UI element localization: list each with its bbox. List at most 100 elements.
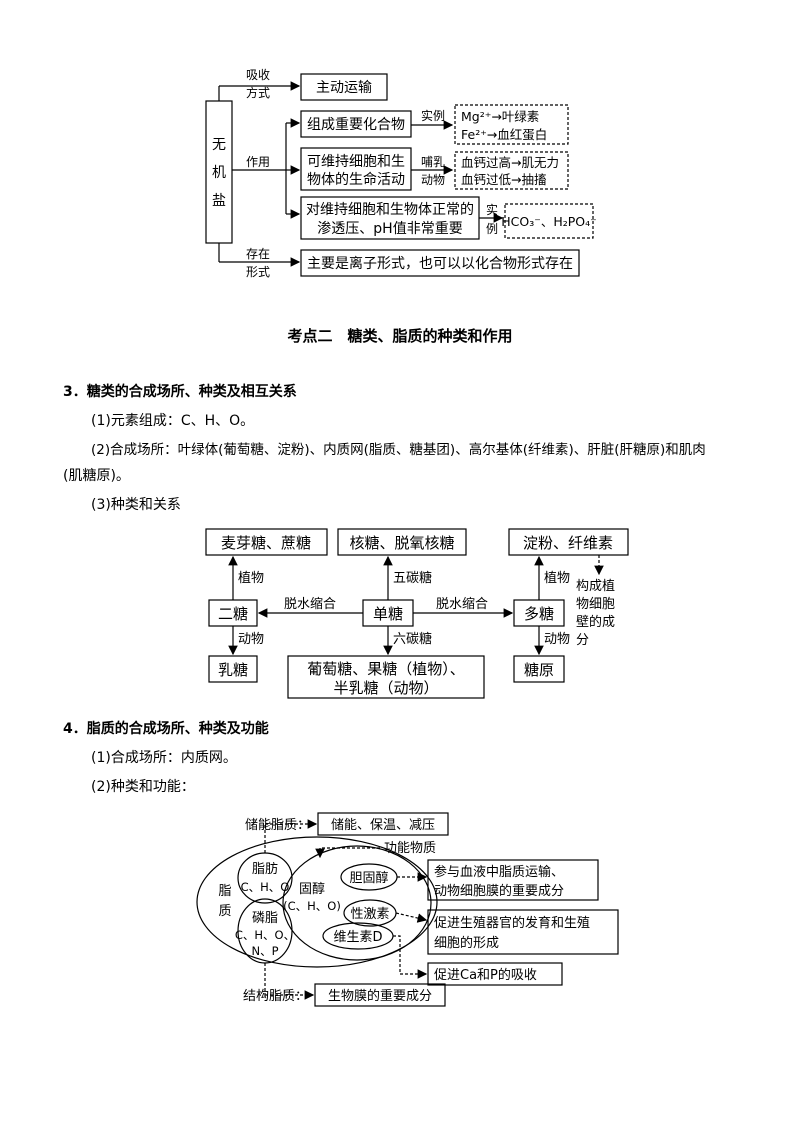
animal-label-1: 动物 [238, 632, 264, 647]
animal-label-2: 动物 [544, 632, 570, 647]
func2-text-2: 物体的生命活动 [307, 171, 405, 188]
func1-box [300, 110, 412, 138]
lipid-char-2: 质 [218, 904, 231, 919]
section-3-para-1: (1)元素组成：C、H、O。 [91, 413, 255, 429]
hexose-label: 六碳糖 [393, 631, 432, 647]
sterol-name: 固醇 [299, 881, 325, 897]
exist-label-1: 存在 [246, 247, 270, 261]
hexoses-box [287, 655, 485, 699]
storage-box [317, 812, 449, 836]
absorb-box [300, 73, 388, 101]
vitd-fn-text: 促进Ca和P的吸收 [434, 967, 537, 983]
functional-label: 功能物质 [384, 841, 436, 856]
lactose-text: 乳糖 [218, 661, 248, 679]
sex-fn-box [427, 909, 619, 955]
struct-box-text: 生物膜的重要成分 [328, 988, 432, 1004]
cellwall-text-4: 分 [576, 633, 589, 648]
lipid-diagram: 储能脂质： 储能、保温、减压 功能物质 脂 质 脂肪 C、H、O 磷脂 C、H、… [196, 812, 619, 1007]
sex-fn-text-1: 促进生殖器官的发育和生殖 [434, 915, 590, 931]
cholesterol-text: 胆固醇 [349, 870, 388, 886]
glycogen-box [513, 655, 565, 683]
functional-ellipse [282, 845, 432, 961]
cellwall-text-2: 物细胞 [576, 597, 615, 612]
glycogen-text: 糖原 [524, 661, 554, 679]
exist-label-2: 形式 [246, 265, 270, 279]
struct-box [314, 983, 446, 1007]
storage-box-text: 储能、保温、减压 [331, 818, 435, 833]
plant-label-1: 植物 [238, 571, 264, 586]
section-4-heading: 4．脂质的合成场所、种类及功能 [63, 721, 269, 737]
fat-name: 脂肪 [252, 861, 278, 877]
phospho-elements-1: C、H、O、 [235, 928, 295, 942]
func2-example-2: 血钙过低→抽搐 [461, 172, 547, 187]
section-3-para-2: (2)合成场所：叶绿体(葡萄糖、淀粉)、内质网(脂质、糖基团)、高尔基体(纤维素… [91, 442, 706, 458]
salt-root-char-1: 无 [212, 137, 226, 153]
sex-fn-text-2: 细胞的形成 [434, 935, 499, 951]
phospho-elements-2: N、P [251, 944, 278, 958]
func3-example-box [504, 203, 594, 239]
func1-example-2: Fe²⁺→血红蛋白 [461, 127, 547, 142]
dehydrate-label-1: 脱水缩合 [284, 596, 336, 612]
func2-example-1: 血钙过高→肌无力 [461, 155, 559, 170]
inorganic-salt-diagram: 无 机 盐 吸收 方式 主动运输 作用 存在 形式 组成重要化合物 实例 Mg²… [205, 68, 597, 279]
func2-link-2: 动物 [421, 173, 445, 187]
fat-elements: C、H、O [241, 880, 290, 894]
plant-label-2: 植物 [544, 571, 570, 586]
phospho-name: 磷脂 [252, 911, 278, 926]
section-3-para-2-cont: (肌糖原)。 [63, 468, 130, 484]
salt-root-char-2: 机 [212, 165, 226, 181]
func1-example-box [454, 104, 569, 145]
section-title: 考点二 糖类、脂质的种类和作用 [287, 327, 513, 345]
salt-root-char-3: 盐 [212, 193, 226, 209]
section-3-para-3: (3)种类和关系 [91, 497, 181, 513]
disaccharide-text: 二糖 [218, 605, 248, 623]
vitd-fn-box [427, 962, 563, 986]
section-4-para-2: (2)种类和功能： [91, 779, 195, 795]
exist-box [300, 249, 580, 277]
lipid-outer-ellipse [196, 836, 438, 968]
func3-text-1: 对维持细胞和生物体正常的 [306, 202, 474, 218]
func3-link-2: 例 [486, 222, 498, 236]
func3-text-2: 渗透压、pH值非常重要 [317, 221, 462, 237]
exist-box-text: 主要是离子形式，也可以以化合物形式存在 [307, 255, 573, 272]
func3-link-1: 实 [486, 202, 498, 217]
starch-text: 淀粉、纤维素 [523, 534, 613, 552]
lactose-box [208, 655, 258, 683]
sterol-elements: (C、H、O) [283, 899, 341, 913]
chol-fn-text-1: 参与血液中脂质运输、 [434, 864, 564, 880]
func3-example: HCO₃⁻、H₂PO₄⁻ [501, 214, 596, 229]
polysaccharide-text: 多糖 [524, 605, 554, 623]
chol-fn-box [427, 859, 599, 901]
lipid-char-1: 脂 [218, 884, 231, 899]
maltose-text: 麦芽糖、蔗糖 [221, 534, 311, 552]
sugar-diagram: 麦芽糖、蔗糖 核糖、脱氧核糖 淀粉、纤维素 二糖 单糖 多糖 乳糖 葡萄糖、果糖… [205, 528, 629, 699]
struct-label: 结构脂质： [243, 989, 308, 1004]
section-3-heading: 3．糖类的合成场所、种类及相互关系 [63, 384, 297, 400]
vitd-text: 维生素D [333, 930, 382, 945]
func2-example-box [454, 151, 569, 190]
ribose-text: 核糖、脱氧核糖 [349, 534, 454, 552]
salt-root-box [205, 100, 233, 244]
absorb-label-2: 方式 [246, 85, 270, 100]
storage-label: 储能脂质： [245, 818, 310, 833]
section-4-para-1: (1)合成场所：内质网。 [91, 750, 237, 766]
hexoses-text-2: 半乳糖（动物） [333, 679, 438, 697]
sex-hormone-text: 性激素 [350, 907, 389, 922]
monosaccharide-text: 单糖 [373, 605, 403, 623]
chol-fn-text-2: 动物细胞膜的重要成分 [434, 883, 564, 899]
starch-box [508, 528, 629, 556]
cellwall-text-1: 构成植 [576, 579, 615, 594]
func1-example-1: Mg²⁺→叶绿素 [461, 109, 539, 124]
func2-box [300, 147, 412, 191]
cellwall-text-3: 壁的成 [576, 614, 615, 630]
ribose-box [337, 528, 467, 556]
func2-text-1: 可维持细胞和生 [307, 154, 405, 170]
func1-link: 实例 [421, 108, 445, 123]
hexoses-text-1: 葡萄糖、果糖（植物）、 [307, 660, 465, 678]
func1-text: 组成重要化合物 [307, 117, 405, 133]
absorb-label-1: 吸收 [246, 68, 270, 82]
func-label: 作用 [246, 155, 270, 169]
func2-link-1: 哺乳 [421, 155, 445, 169]
maltose-box [205, 528, 328, 556]
